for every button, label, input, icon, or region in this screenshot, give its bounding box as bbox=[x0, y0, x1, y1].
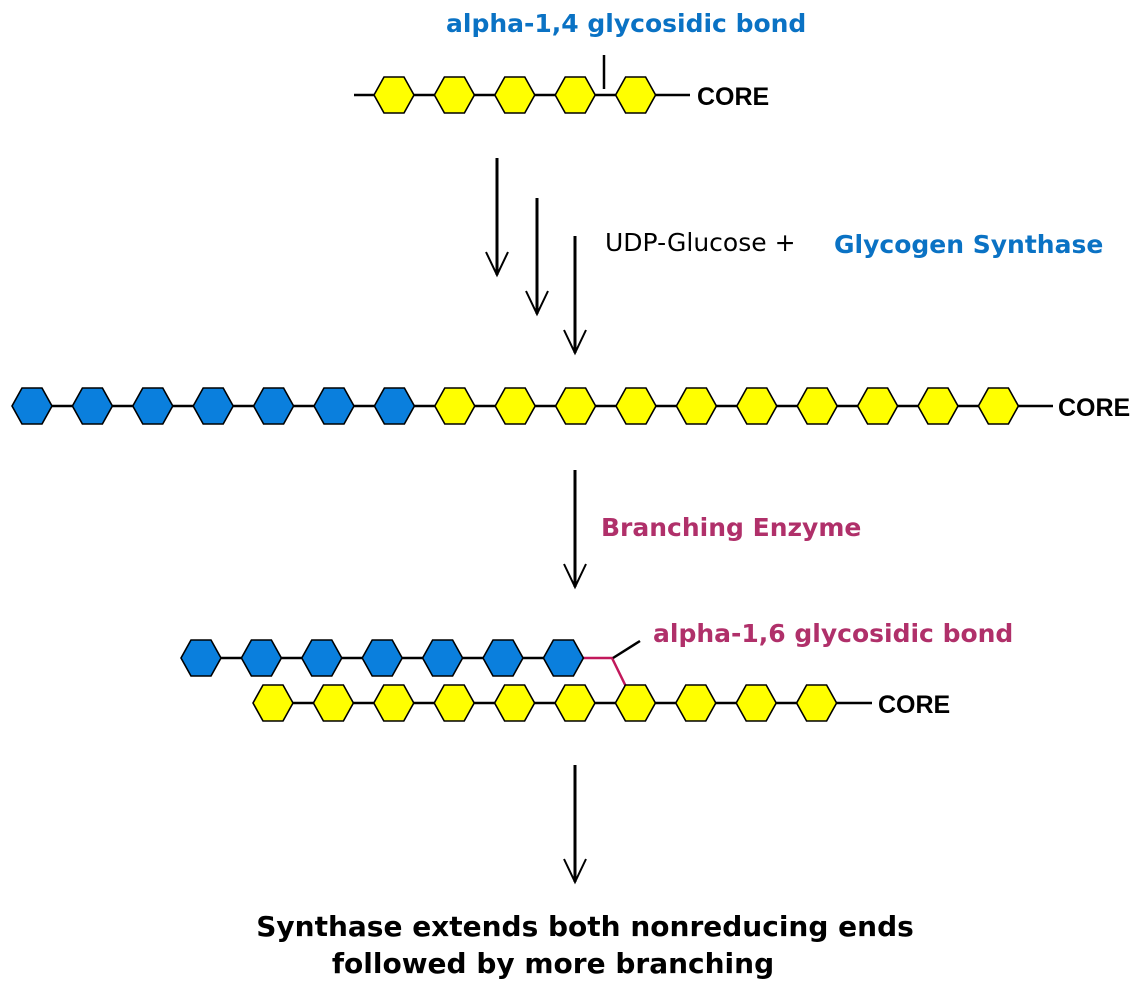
glucose-unit-original bbox=[373, 76, 415, 114]
alpha16-bond-pointer bbox=[612, 639, 641, 660]
glucose-unit-new bbox=[192, 387, 235, 425]
glucose-unit-branch bbox=[180, 639, 222, 677]
glucose-unit-original bbox=[796, 387, 839, 425]
glucose-unit-original bbox=[856, 387, 899, 425]
glucose-unit-main bbox=[674, 684, 717, 722]
glucose-unit-new bbox=[71, 387, 114, 425]
footer-line-2: followed by more branching bbox=[332, 947, 774, 980]
glucose-unit-new bbox=[313, 387, 355, 425]
glycogen-synthase-label: Glycogen Synthase bbox=[834, 230, 1103, 259]
final-arrow bbox=[563, 765, 587, 885]
glucose-unit-branch bbox=[421, 639, 464, 677]
glucose-unit-main bbox=[433, 684, 476, 722]
core-label-3: CORE bbox=[878, 691, 950, 719]
glucose-unit-original bbox=[735, 387, 778, 425]
glucose-unit-main bbox=[795, 684, 838, 722]
glucose-unit-original bbox=[554, 76, 597, 114]
glucose-unit-branch bbox=[361, 639, 404, 677]
elongated-chain bbox=[11, 387, 1053, 425]
udp-glucose-label: UDP-Glucose + bbox=[605, 228, 796, 257]
glucose-unit-original bbox=[433, 76, 476, 114]
footer-line-1: Synthase extends both nonreducing ends bbox=[256, 910, 914, 943]
glucose-unit-branch bbox=[300, 639, 343, 677]
glucose-unit-new bbox=[11, 387, 53, 425]
core-label-1: CORE bbox=[697, 83, 769, 111]
core-label-2: CORE bbox=[1058, 394, 1130, 422]
arrow-down-3 bbox=[563, 236, 587, 356]
glucose-unit-main bbox=[614, 684, 657, 722]
glucose-unit-main bbox=[312, 684, 355, 722]
branched-chain bbox=[180, 639, 872, 722]
glucose-unit-original bbox=[433, 387, 476, 425]
glucose-unit-original bbox=[917, 387, 959, 425]
glucose-unit-main bbox=[372, 684, 415, 722]
glucose-unit-branch bbox=[240, 639, 283, 677]
glucose-unit-original bbox=[675, 387, 718, 425]
glucose-unit-original bbox=[614, 76, 657, 114]
glucose-unit-branch bbox=[542, 639, 585, 677]
glucose-unit-original bbox=[615, 387, 657, 425]
branching-enzyme-label: Branching Enzyme bbox=[601, 513, 861, 542]
glucose-unit-main bbox=[493, 684, 536, 722]
branching-arrow bbox=[563, 470, 587, 590]
initial-chain bbox=[354, 55, 690, 114]
glucose-unit-new bbox=[252, 387, 295, 425]
glucose-unit-main bbox=[735, 684, 778, 722]
glucose-unit-new bbox=[373, 387, 416, 425]
glucose-unit-main bbox=[252, 684, 294, 722]
glucose-unit-main bbox=[554, 684, 596, 722]
glucose-unit-original bbox=[554, 387, 597, 425]
glucose-unit-branch bbox=[482, 639, 524, 677]
arrow-down-1 bbox=[485, 158, 509, 278]
synthase-arrows bbox=[485, 158, 587, 356]
arrow-down-2 bbox=[525, 198, 549, 317]
glucose-unit-original bbox=[494, 387, 537, 425]
glucose-unit-new bbox=[131, 387, 174, 425]
glucose-unit-original bbox=[493, 76, 536, 114]
alpha14-bond-label: alpha-1,4 glycosidic bond bbox=[446, 9, 806, 38]
glucose-unit-original bbox=[977, 387, 1020, 425]
alpha16-bond-label: alpha-1,6 glycosidic bond bbox=[653, 619, 1013, 648]
